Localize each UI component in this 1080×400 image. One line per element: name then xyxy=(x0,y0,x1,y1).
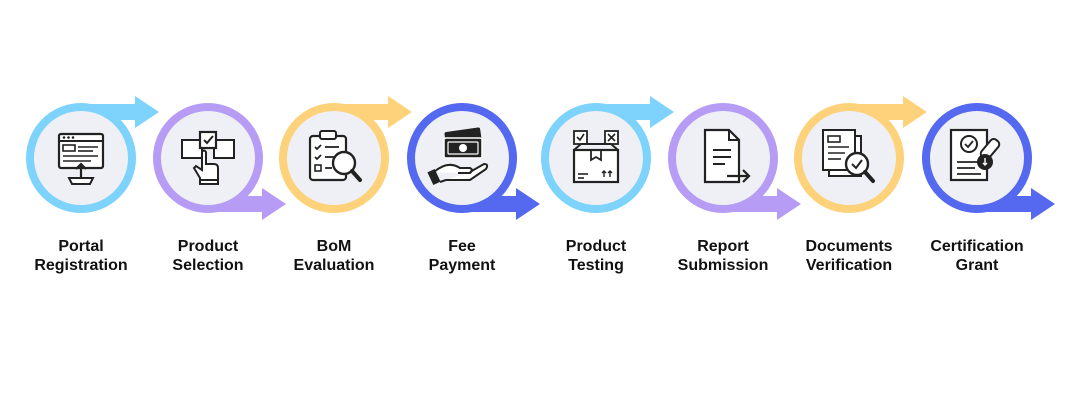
portal-registration-icon xyxy=(57,132,105,185)
step-label-line1: Portal xyxy=(58,238,104,255)
step-label-line2: Testing xyxy=(568,257,624,274)
step-label-line2: Submission xyxy=(677,257,769,274)
documents-verification-icon xyxy=(822,129,875,183)
step-label-line1: Fee xyxy=(448,238,476,255)
certification-grant-icon xyxy=(949,128,1001,182)
fee-payment-icon xyxy=(427,127,489,186)
step-label-line1: Product xyxy=(177,238,239,255)
step-label: BoM Evaluation xyxy=(264,237,404,275)
step-label-line1: BoM xyxy=(316,238,352,255)
bom-evaluation-icon xyxy=(308,130,362,182)
product-selection-icon xyxy=(181,130,235,185)
step-rings xyxy=(26,103,1032,213)
product-testing-icon xyxy=(572,130,620,184)
step-label-line1: Documents xyxy=(805,238,893,255)
step-label-line1: Certification xyxy=(930,238,1024,255)
step-label-line2: Registration xyxy=(34,257,128,274)
step-label-line2: Grant xyxy=(955,257,999,274)
step-label-line2: Payment xyxy=(428,257,496,274)
step-label-line2: Verification xyxy=(805,257,893,274)
step-ring xyxy=(153,103,263,213)
step-label-line1: Product xyxy=(565,238,627,255)
step-label-line1: Report xyxy=(697,238,749,255)
step-label-line2: Selection xyxy=(172,257,244,274)
step-icons xyxy=(57,127,1001,186)
report-submission-icon xyxy=(703,128,751,184)
step-label-line2: Evaluation xyxy=(293,257,375,274)
